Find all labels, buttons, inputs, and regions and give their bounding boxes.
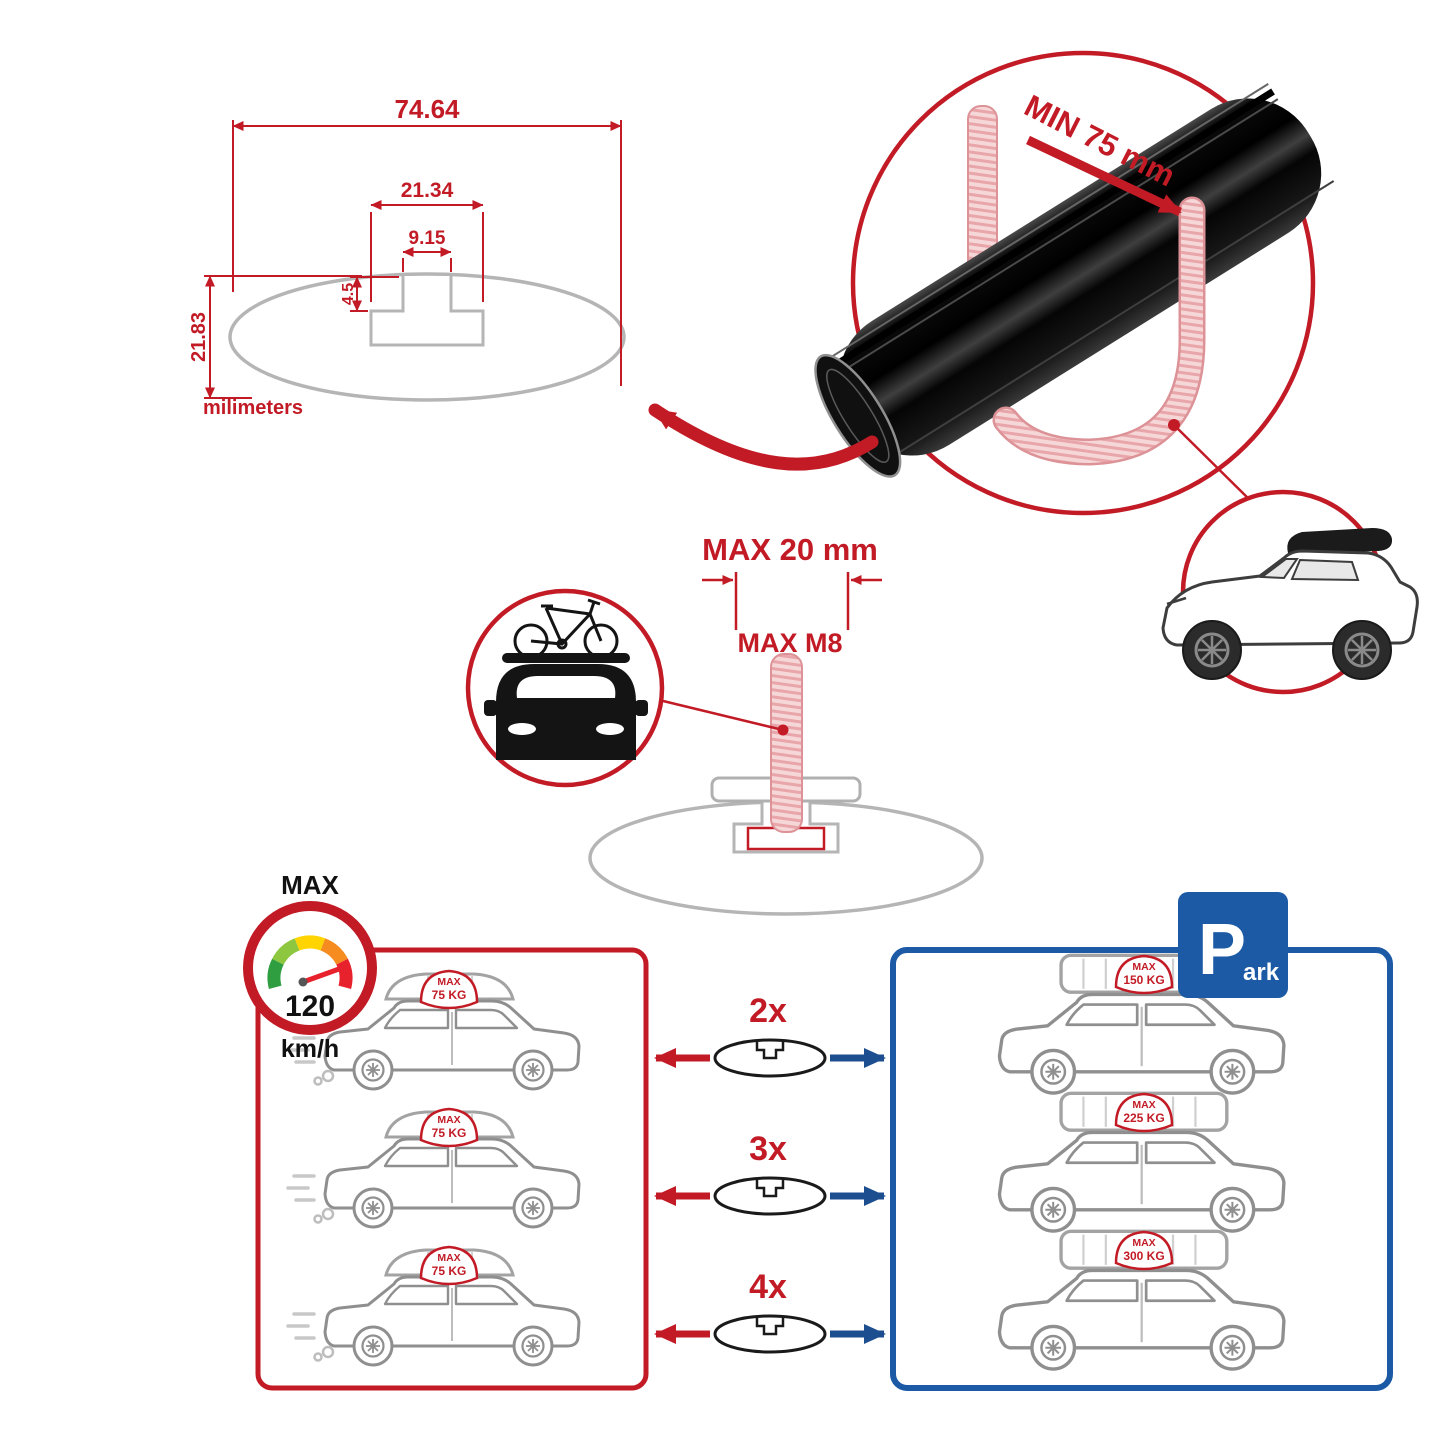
max-thread-label: MAX M8 [737, 628, 842, 658]
badge-weight-label: 300 KG [1123, 1249, 1164, 1263]
park-letter: P [1198, 910, 1246, 990]
bolt-callout-dot [777, 724, 789, 736]
bicycle-icon [513, 598, 619, 659]
crossbar-detail-circle: MIN 75 mm [648, 50, 1335, 516]
bolt-dimension-lines [702, 572, 882, 630]
multiplier-label-2: 3x [749, 1130, 787, 1168]
dimension-lines [204, 120, 622, 399]
moving-load-badge-1: MAX 75 KG [419, 969, 479, 1010]
speed-max-label: MAX [281, 870, 339, 900]
park-sign: P ark [1178, 892, 1288, 998]
bolt-detail-section: MAX 20 mm MAX M8 [588, 532, 984, 916]
badge-weight-label: 75 KG [432, 1264, 467, 1278]
multiplier-column: 2x 3x 4x [654, 992, 886, 1354]
dimension-diagram: 74.64 21.34 9.15 4.5 21.83 milimeters [188, 94, 626, 419]
badge-weight-label: 75 KG [432, 1126, 467, 1140]
speed-unit: km/h [281, 1035, 339, 1063]
badge-max-label: MAX [437, 976, 460, 988]
crossbar-t-slot [369, 276, 485, 347]
badge-max-label: MAX [437, 1252, 460, 1264]
bike-car-circle [465, 588, 665, 788]
speedometer: MAX 120 km/h [243, 870, 377, 1063]
crossbar-count-icon-3 [713, 1314, 827, 1354]
crossbar-count-icon-2 [713, 1176, 827, 1216]
total-height-value: 21.83 [188, 312, 210, 362]
suv-callout-line [1173, 424, 1259, 509]
gauge-arc [267, 935, 353, 989]
roof-crossbar-icon [502, 653, 630, 663]
total-width-value: 74.64 [394, 94, 460, 124]
park-rest: ark [1243, 959, 1280, 986]
capacity-section: MAX 75 KG MAX 75 KG MAX 75 KG MAX 150 KG… [255, 892, 1393, 1391]
badge-weight-label: 150 KG [1123, 973, 1164, 987]
bolt-callout-line [658, 698, 784, 732]
badge-weight-label: 225 KG [1123, 1111, 1164, 1125]
multiplier-label-3: 4x [749, 1268, 787, 1306]
moving-load-badge-3: MAX 75 KG [419, 1245, 479, 1286]
units-label: milimeters [203, 397, 303, 419]
slot-width-value: 9.15 [409, 228, 446, 249]
suv-roofbox-circle [1161, 489, 1419, 695]
u-bolt-right-rod-icon [992, 196, 1206, 466]
speedometer-ring [243, 901, 377, 1035]
gauge-pivot [298, 977, 308, 987]
parked-load-badge-2: MAX 225 KG [1114, 1092, 1174, 1133]
car-front-icon [484, 664, 648, 760]
badge-max-label: MAX [1132, 1237, 1155, 1249]
crossbar-count-icon-1 [713, 1038, 827, 1078]
crossbar-3d-icon [814, 83, 1335, 478]
parked-load-badge-1: MAX 150 KG [1114, 954, 1174, 995]
badge-max-label: MAX [1132, 1099, 1155, 1111]
park-sign-board [1178, 892, 1288, 998]
max-bolt-length-label: MAX 20 mm [702, 532, 878, 567]
parked-load-badge-3: MAX 300 KG [1114, 1230, 1174, 1271]
threaded-bolt-icon [770, 653, 803, 833]
multiplier-label-1: 2x [749, 992, 787, 1030]
slot-depth-value: 4.5 [340, 283, 357, 305]
profile-callout-arrow [648, 403, 879, 471]
moving-load-badge-2: MAX 75 KG [419, 1107, 479, 1148]
suv-roofbox-icon [1161, 528, 1419, 681]
min-clearance-arrow [1026, 135, 1182, 217]
channel-width-value: 21.34 [401, 179, 454, 202]
badge-weight-label: 75 KG [432, 988, 467, 1002]
gauge-needle [300, 966, 342, 985]
badge-max-label: MAX [1132, 961, 1155, 973]
badge-max-label: MAX [437, 1114, 460, 1126]
speed-value: 120 [285, 990, 335, 1023]
